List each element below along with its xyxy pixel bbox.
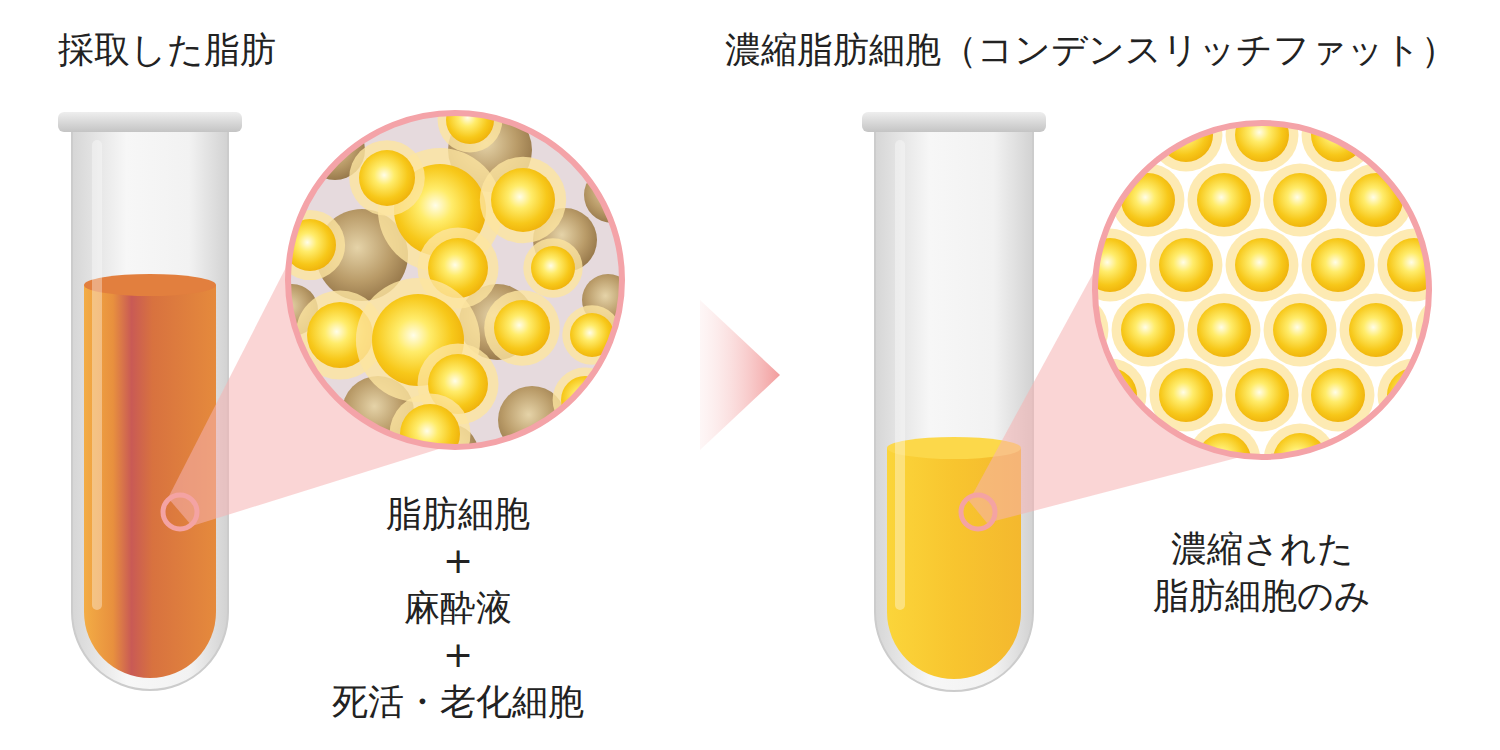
panel-heading: 採取した脂肪: [58, 28, 276, 72]
marker-circle: [961, 495, 995, 529]
glass-highlight: [92, 140, 102, 610]
fat-cell: [480, 157, 566, 243]
panel-caption: 脂肪細胞 + 麻酔液 + 死活・老化細胞: [308, 490, 608, 725]
fat-cell: [1264, 294, 1337, 367]
tube-rim: [862, 112, 1046, 132]
fat-cell: [1378, 229, 1451, 302]
view-outline: [288, 113, 622, 447]
fat-cell: [484, 290, 560, 366]
tube-glass: [875, 130, 1033, 691]
panel-node: 採取した脂肪脂肪細胞 + 麻酔液 + 死活・老化細胞: [50, 20, 650, 733]
tube-rim: [58, 112, 242, 132]
fat-cell: [553, 368, 618, 433]
panel-heading: 濃縮脂肪細胞（コンデンスリッチファット）: [725, 28, 1457, 72]
fat-cell: [1150, 229, 1223, 302]
test-tube: [58, 112, 242, 690]
fat-cell: [1302, 229, 1375, 302]
fat-cell: [349, 140, 425, 216]
test-tube: [862, 112, 1046, 691]
fat-cell: [1226, 359, 1299, 432]
fat-cell: [523, 238, 582, 297]
liquid-surface: [84, 274, 216, 296]
magnified-view: [1036, 99, 1489, 497]
view-ground: [1095, 123, 1429, 457]
tube-glass: [72, 130, 228, 690]
fat-cell: [1226, 229, 1299, 302]
cell-group: [1036, 99, 1489, 497]
fat-cell: [1074, 229, 1147, 302]
fat-cell: [1226, 99, 1299, 172]
fat-cell: [390, 394, 471, 475]
view-outline: [1095, 123, 1429, 457]
dead-cell: [584, 167, 640, 223]
fat-cell: [1188, 294, 1261, 367]
fat-cell: [1340, 294, 1413, 367]
cell-group: [266, 88, 640, 480]
fat-cell: [1188, 424, 1261, 497]
glass-highlight: [895, 140, 905, 610]
view-ground: [288, 113, 622, 447]
panel-caption: 濃縮された 脂肪細胞のみ: [1112, 525, 1412, 619]
marker-circle: [163, 495, 197, 529]
fat-cell: [1112, 294, 1185, 367]
fat-cell: [1264, 424, 1337, 497]
magnifier-cone: [969, 156, 1367, 523]
panel-node: 濃縮脂肪細胞（コンデンスリッチファット）濃縮された 脂肪細胞のみ: [790, 20, 1495, 730]
fat-cell: [1188, 164, 1261, 237]
magnified-view: [266, 88, 640, 480]
fat-cell: [1264, 164, 1337, 237]
flow-arrow: [700, 300, 780, 450]
